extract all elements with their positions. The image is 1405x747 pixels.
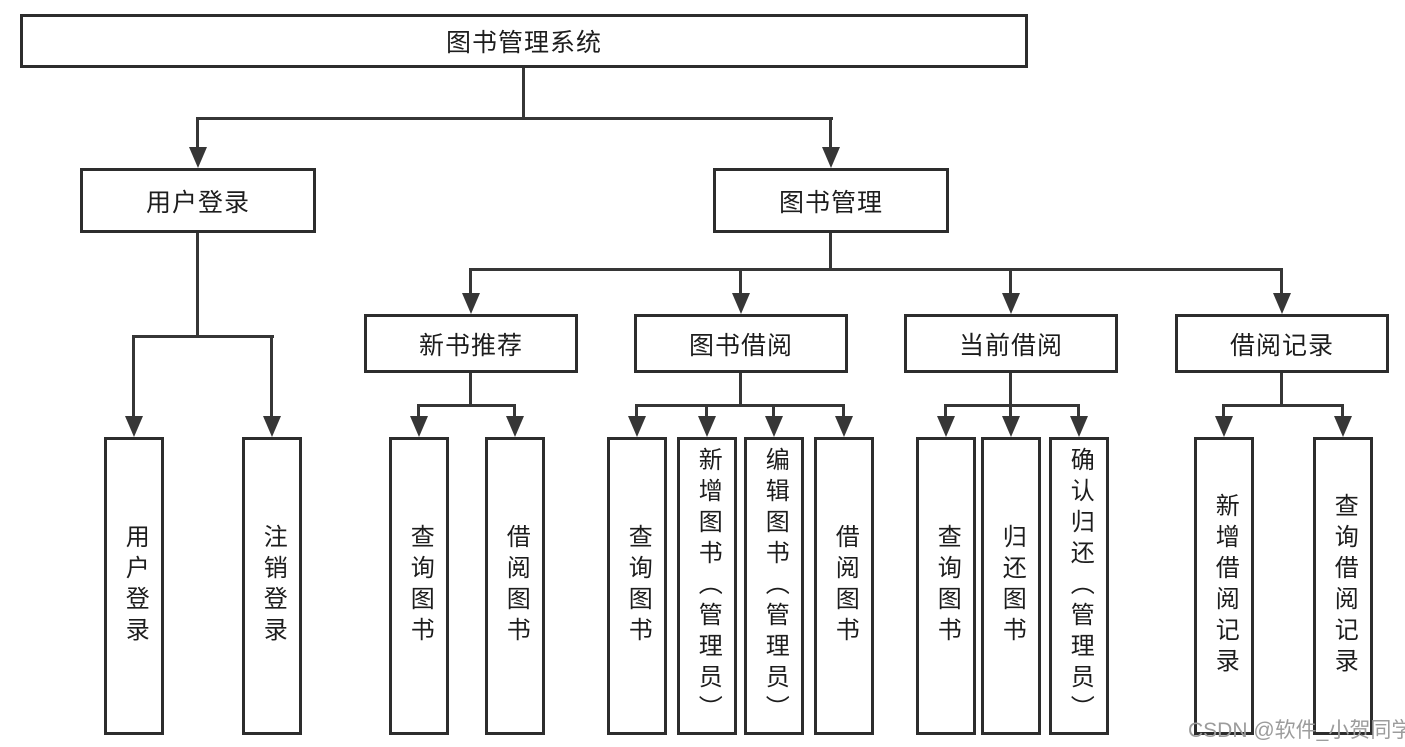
connector-book-borrow-stem [739,373,742,406]
connector-arrow-book-mgmt [829,117,832,147]
leaf-bb-edit-books-admin-label: 编辑图书（管理员） [761,446,789,726]
connector-arrow-leaf-logout [270,335,273,416]
leaf-user-login-label: 用户登录 [121,524,149,648]
leaf-nb-borrow-books: 借阅图书 [485,437,545,735]
connector-arrow-cb-query [944,404,947,416]
watermark: CSDN @软件_小贺同学 [1188,719,1405,742]
connector-arrow-bb-add [705,404,708,416]
leaf-cb-return-books-label: 归还图书 [998,524,1026,648]
leaf-bb-borrow-books-label: 借阅图书 [831,524,859,648]
connector-arrow-current-borrow [1009,268,1012,293]
node-book-borrow-label: 图书借阅 [688,331,793,360]
node-book-mgmt-label: 图书管理 [778,188,883,217]
connector-arrow-new-book-rec [469,268,472,293]
connector-arrow-leaf-user-login [132,335,135,416]
connector-new-book-rec-stem [469,373,472,406]
leaf-br-query-record-label: 查询借阅记录 [1330,493,1358,679]
connector-arrow-bb-query [635,404,638,416]
node-user-login: 用户登录 [80,168,316,233]
leaf-cb-query-books: 查询图书 [916,437,976,735]
leaf-nb-query-books-label: 查询图书 [406,524,434,648]
leaf-br-add-record: 新增借阅记录 [1194,437,1254,735]
connector-arrow-bb-borrow [842,404,845,416]
connector-arrow-nb-borrow [513,404,516,416]
connector-arrow-bb-edit [772,404,775,416]
leaf-cb-query-books-label: 查询图书 [933,524,961,648]
connector-borrow-records-split [1222,404,1344,407]
leaf-bb-edit-books-admin: 编辑图书（管理员） [744,437,804,735]
leaf-cb-confirm-return-admin-label: 确认归还（管理员） [1066,446,1094,726]
leaf-bb-query-books: 查询图书 [607,437,667,735]
node-new-book-recommend-label: 新书推荐 [418,331,523,360]
connector-book-mgmt-split [469,268,1283,271]
leaf-cb-confirm-return-admin: 确认归还（管理员） [1049,437,1109,735]
leaf-logout: 注销登录 [242,437,302,735]
connector-arrow-cb-confirm [1077,404,1080,416]
connector-arrow-book-borrow [739,268,742,293]
leaf-bb-add-books-admin: 新增图书（管理员） [677,437,737,735]
leaf-nb-query-books: 查询图书 [389,437,449,735]
connector-arrow-user-login [196,117,199,147]
connector-arrow-br-query [1341,404,1344,416]
leaf-logout-label: 注销登录 [259,524,287,648]
connector-root-stem [522,68,525,120]
connector-borrow-records-stem [1280,373,1283,406]
leaf-bb-add-books-admin-label: 新增图书（管理员） [694,446,722,726]
node-borrow-records: 借阅记录 [1175,314,1389,373]
connector-arrow-borrow-records [1280,268,1283,293]
connector-book-borrow-split [635,404,845,407]
leaf-nb-borrow-books-label: 借阅图书 [502,524,530,648]
connector-arrow-cb-return [1009,404,1012,416]
node-current-borrow-label: 当前借阅 [958,331,1063,360]
node-book-mgmt: 图书管理 [713,168,949,233]
connector-book-mgmt-stem [829,233,832,270]
node-new-book-recommend: 新书推荐 [364,314,578,373]
node-root-label: 图书管理系统 [445,29,602,57]
leaf-bb-borrow-books: 借阅图书 [814,437,874,735]
leaf-br-query-record: 查询借阅记录 [1313,437,1373,735]
leaf-user-login: 用户登录 [104,437,164,735]
node-borrow-records-label: 借阅记录 [1229,331,1334,360]
connector-user-login-stem [196,233,199,337]
connector-current-borrow-stem [1009,373,1012,406]
leaf-cb-return-books: 归还图书 [981,437,1041,735]
leaf-bb-query-books-label: 查询图书 [624,524,652,648]
node-root: 图书管理系统 [20,14,1028,68]
connector-arrow-nb-query [417,404,420,416]
connector-arrow-br-add [1222,404,1225,416]
connector-current-borrow-split [944,404,1080,407]
node-book-borrow: 图书借阅 [634,314,848,373]
connector-user-login-split [132,335,274,338]
leaf-br-add-record-label: 新增借阅记录 [1211,493,1239,679]
connector-root-split [197,117,833,120]
node-current-borrow: 当前借阅 [904,314,1118,373]
connector-new-book-rec-split [417,404,516,407]
node-user-login-label: 用户登录 [145,188,250,217]
